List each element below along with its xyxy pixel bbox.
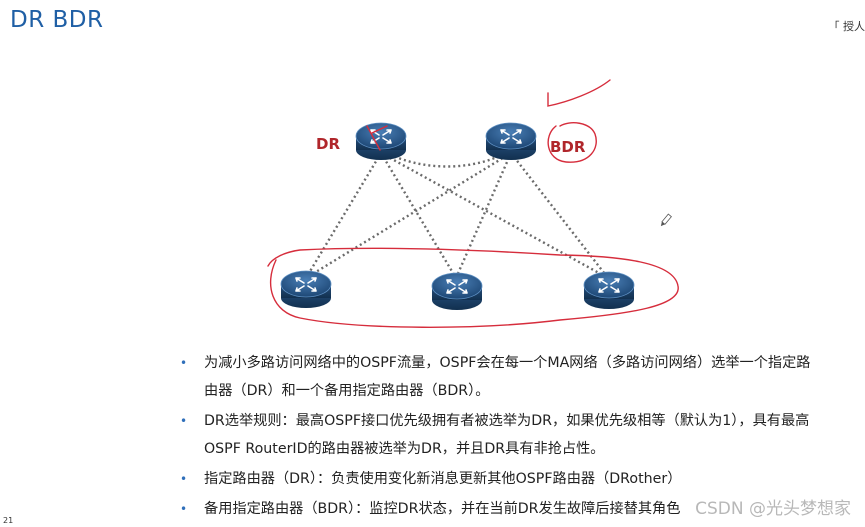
bullet-dot: •: [180, 502, 188, 516]
bullet-list: •为减小多路访问网络中的OSPF流量，OSPF会在每一个MA网络（多路访问网络）…: [178, 349, 818, 523]
slide-title: DR BDR: [10, 7, 104, 33]
router-bdr-icon: [485, 122, 537, 161]
router-drother-2-icon: [431, 272, 483, 311]
bullet-dot: •: [180, 414, 188, 428]
handwritten-annotations: [267, 79, 679, 328]
bullet-item: •DR选举规则：最高OSPF接口优先级拥有者被选举为DR，如果优先级相等（默认为…: [178, 407, 818, 463]
bullet-item: •指定路由器（DR）：负责使用变化新消息更新其他OSPF路由器（DRother）: [178, 465, 818, 493]
router-drother-1-icon: [280, 270, 332, 309]
bullet-dot: •: [180, 356, 188, 370]
network-topology-diagram: DR BDR: [267, 79, 679, 328]
watermark: CSDN @光头梦想家: [695, 499, 851, 519]
page-number: 21: [3, 516, 14, 525]
links: [304, 148, 609, 280]
router-drother-3-icon: [583, 271, 635, 310]
bdr-label: BDR: [550, 138, 586, 156]
bullet-item: •为减小多路访问网络中的OSPF流量，OSPF会在每一个MA网络（多路访问网络）…: [178, 349, 818, 405]
corner-text: 「 授人: [828, 20, 865, 33]
bullet-dot: •: [180, 472, 188, 486]
dr-label: DR: [316, 135, 340, 153]
pencil-cursor-icon: [660, 213, 672, 227]
bullet-item: •备用指定路由器（BDR）：监控DR状态，并在当前DR发生故障后接替其角色: [178, 495, 818, 523]
